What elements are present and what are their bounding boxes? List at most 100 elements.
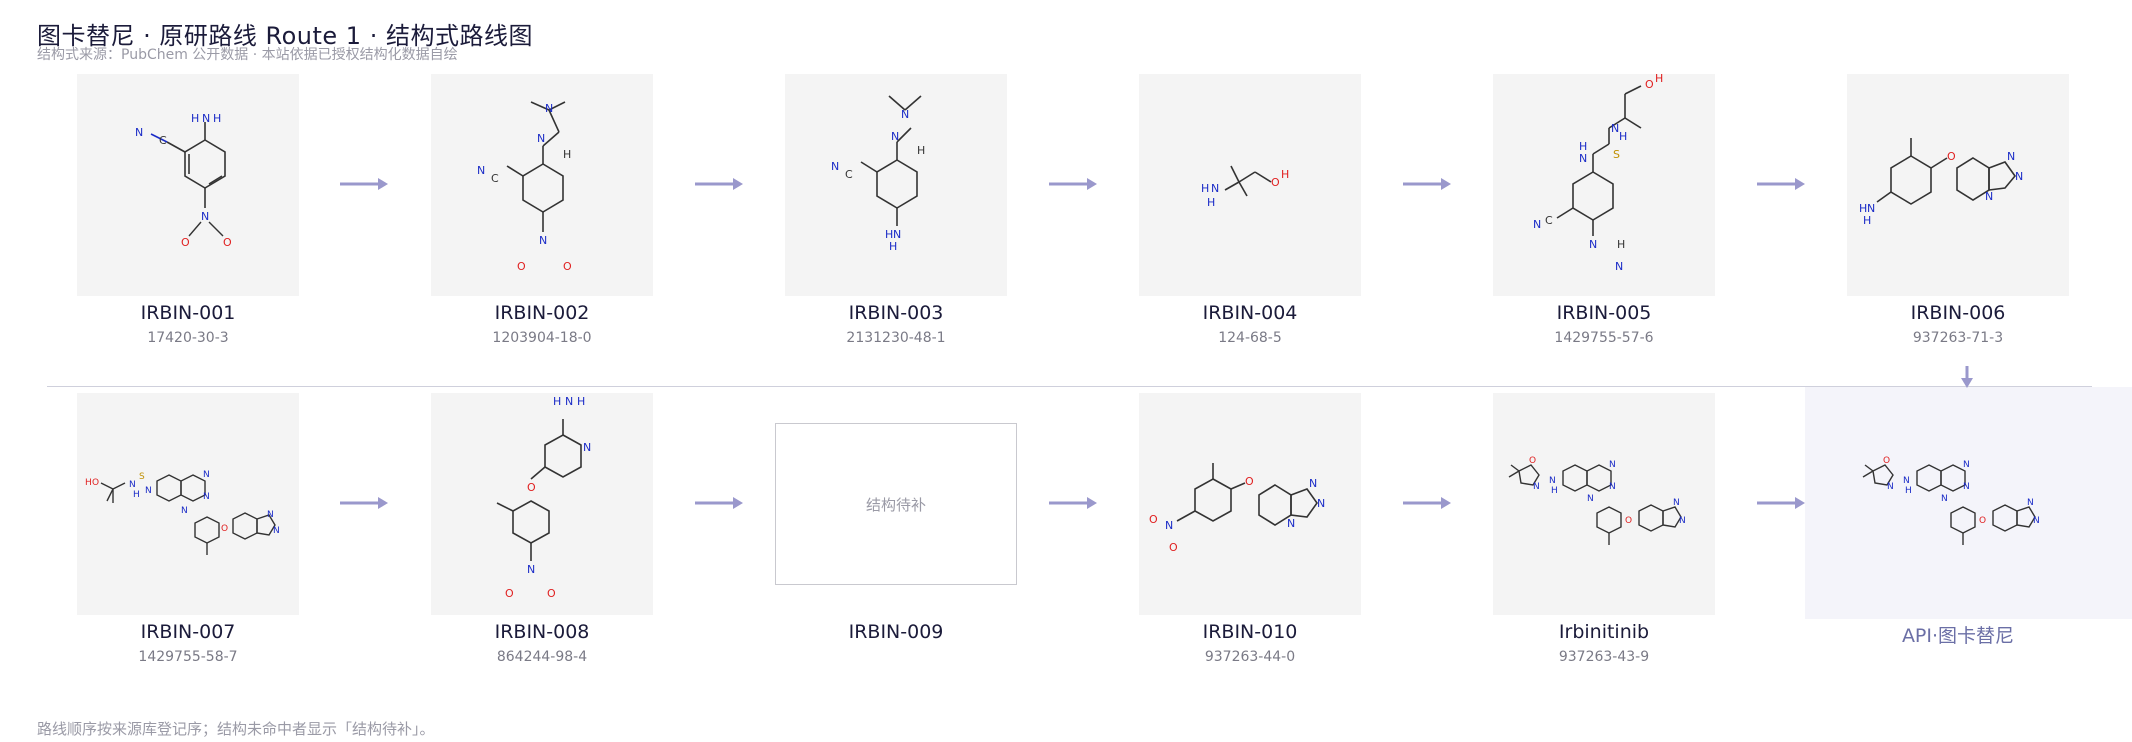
svg-text:N: N bbox=[203, 492, 210, 502]
structure-tile: O HN H N N N bbox=[1847, 74, 2069, 296]
structure-tile: OH NH S NH NC N H N bbox=[1493, 74, 1715, 296]
compound-card-11[interactable]: O N NH NN N O NN Irbinitinib 937263-43-9 bbox=[1493, 393, 1715, 665]
compound-card-1[interactable]: HNH N C N O O IRBIN-001 17420-30-3 bbox=[77, 74, 299, 346]
compound-card-2[interactable]: NC N H N N OO IRBIN-002 1203904-18-0 bbox=[431, 74, 653, 346]
svg-text:O: O bbox=[1529, 456, 1536, 466]
svg-text:O: O bbox=[221, 524, 228, 534]
svg-text:H: H bbox=[1551, 486, 1558, 496]
svg-text:N: N bbox=[539, 234, 547, 247]
svg-text:N: N bbox=[2015, 170, 2023, 183]
row-divider bbox=[47, 386, 2092, 387]
structure-irbin-005: OH NH S NH NC N H N bbox=[1493, 74, 1715, 296]
svg-text:O: O bbox=[547, 587, 556, 600]
structure-irbin-002: NC N H N N OO bbox=[431, 74, 653, 296]
svg-text:C: C bbox=[1545, 214, 1553, 227]
cas-number: 17420-30-3 bbox=[77, 330, 299, 346]
arrow-right-icon bbox=[340, 177, 388, 191]
compound-card-3[interactable]: NC N H N HN H IRBIN-003 2131230-48-1 bbox=[785, 74, 1007, 346]
svg-text:H: H bbox=[563, 148, 571, 161]
structure-tile: O N NH NN N O NN bbox=[1847, 393, 2069, 615]
compound-card-9[interactable]: 结构待补 IRBIN-009 bbox=[785, 393, 1007, 649]
svg-text:N: N bbox=[1287, 517, 1295, 530]
footer-note: 路线顺序按来源库登记序；结构未命中者显示「结构待补」。 bbox=[37, 718, 435, 739]
svg-text:N: N bbox=[1611, 122, 1619, 135]
structure-pending-placeholder: 结构待补 bbox=[775, 423, 1017, 585]
cas-number: 937263-71-3 bbox=[1847, 330, 2069, 346]
compound-name: Irbinitinib bbox=[1493, 621, 1715, 647]
svg-text:N: N bbox=[1679, 516, 1686, 526]
arrow-right-icon bbox=[1757, 177, 1805, 191]
compound-name: IRBIN-009 bbox=[785, 621, 1007, 647]
arrow-right-icon bbox=[1403, 496, 1451, 510]
structure-tile: NC N H N N OO bbox=[431, 74, 653, 296]
svg-text:H: H bbox=[213, 112, 221, 125]
svg-text:N: N bbox=[201, 210, 209, 223]
cas-number: 1429755-58-7 bbox=[77, 649, 299, 665]
structure-tile: NC N H N HN H bbox=[785, 74, 1007, 296]
svg-text:H: H bbox=[889, 240, 897, 253]
compound-card-6[interactable]: O HN H N N N IRBIN-006 937263-71-3 bbox=[1847, 74, 2069, 346]
svg-text:H: H bbox=[85, 478, 92, 488]
svg-text:N: N bbox=[1317, 497, 1325, 510]
svg-text:N: N bbox=[565, 395, 573, 408]
compound-card-8[interactable]: HNH N O N OO IRBIN-008 864244-98-4 bbox=[431, 393, 653, 665]
cas-number: 937263-44-0 bbox=[1139, 649, 1361, 665]
svg-text:N: N bbox=[477, 164, 485, 177]
svg-text:H: H bbox=[1905, 486, 1912, 496]
svg-text:H: H bbox=[1207, 196, 1215, 209]
structure-irbinitinib: O N NH NN N O NN bbox=[1493, 393, 1715, 615]
cas-number: 1203904-18-0 bbox=[431, 330, 653, 346]
structure-irbin-010: O O N O NN N bbox=[1139, 393, 1361, 615]
svg-text:H: H bbox=[1655, 74, 1663, 85]
svg-text:N: N bbox=[2027, 498, 2034, 508]
structure-tile: 结构待补 bbox=[785, 393, 1007, 615]
svg-text:H: H bbox=[1201, 182, 1209, 195]
svg-text:O: O bbox=[517, 260, 526, 273]
structure-tile: O O N O NN N bbox=[1139, 393, 1361, 615]
compound-name: IRBIN-006 bbox=[1847, 302, 2069, 328]
compound-card-7[interactable]: HO NH S N NN N O NN IRBIN-007 1429755-58… bbox=[77, 393, 299, 665]
svg-text:N: N bbox=[583, 441, 591, 454]
svg-text:N: N bbox=[181, 506, 188, 516]
compound-card-5[interactable]: OH NH S NH NC N H N IRBIN-005 1429755-57… bbox=[1493, 74, 1715, 346]
arrow-right-icon bbox=[695, 177, 743, 191]
svg-text:N: N bbox=[129, 480, 136, 490]
svg-text:N: N bbox=[1985, 190, 1993, 203]
compound-name: API·图卡替尼 bbox=[1847, 621, 2069, 647]
svg-text:N: N bbox=[537, 132, 545, 145]
svg-text:N: N bbox=[1549, 476, 1556, 486]
compound-card-10[interactable]: O O N O NN N IRBIN-010 937263-44-0 bbox=[1139, 393, 1361, 665]
svg-text:N: N bbox=[1533, 482, 1540, 492]
compound-name: IRBIN-005 bbox=[1493, 302, 1715, 328]
svg-text:N: N bbox=[1963, 460, 1970, 470]
arrow-right-icon bbox=[1049, 496, 1097, 510]
compound-name: IRBIN-002 bbox=[431, 302, 653, 328]
cas-number: 937263-43-9 bbox=[1493, 649, 1715, 665]
svg-text:O: O bbox=[1245, 475, 1254, 488]
svg-text:S: S bbox=[1613, 148, 1620, 161]
svg-text:N: N bbox=[1673, 498, 1680, 508]
svg-text:N: N bbox=[267, 510, 274, 520]
structure-irbin-001: HNH N C N O O bbox=[77, 74, 299, 296]
structure-tile: O N NH NN N O NN bbox=[1493, 393, 1715, 615]
svg-text:N: N bbox=[545, 102, 553, 115]
compound-name: IRBIN-003 bbox=[785, 302, 1007, 328]
svg-text:C: C bbox=[845, 168, 853, 181]
structure-irbin-008: HNH N O N OO bbox=[431, 393, 653, 615]
structure-irbin-003: NC N H N HN H bbox=[785, 74, 1007, 296]
structure-tile: HNH N O N OO bbox=[431, 393, 653, 615]
compound-card-api[interactable]: O N NH NN N O NN API·图卡替尼 bbox=[1847, 393, 2069, 649]
compound-card-4[interactable]: OH HN H IRBIN-004 124-68-5 bbox=[1139, 74, 1361, 346]
svg-text:O: O bbox=[527, 481, 536, 494]
svg-text:N: N bbox=[1963, 482, 1970, 492]
arrow-right-icon bbox=[1757, 496, 1805, 510]
svg-text:N: N bbox=[1887, 482, 1894, 492]
svg-text:N: N bbox=[1211, 182, 1219, 195]
svg-text:O: O bbox=[1947, 150, 1956, 163]
svg-text:O: O bbox=[1883, 456, 1890, 466]
svg-text:N: N bbox=[527, 563, 535, 576]
structure-irbin-007: HO NH S N NN N O NN bbox=[77, 393, 299, 615]
svg-text:N: N bbox=[1165, 519, 1173, 532]
svg-text:H: H bbox=[133, 490, 140, 500]
svg-text:O: O bbox=[1979, 516, 1986, 526]
